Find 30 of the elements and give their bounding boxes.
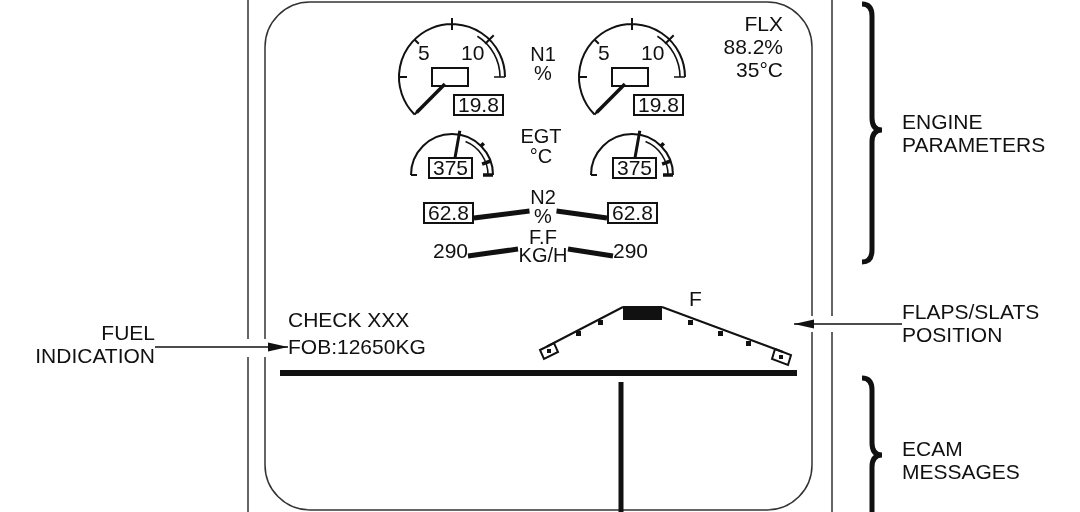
n1-readout: 19.8 bbox=[633, 94, 684, 116]
n1-label: N1 % bbox=[529, 45, 557, 83]
connector-line bbox=[556, 208, 608, 221]
connector-line bbox=[473, 208, 530, 221]
callout-label: FUEL INDICATION bbox=[34, 321, 155, 367]
memo-text: CHECK XXX bbox=[288, 309, 410, 330]
connector-line bbox=[567, 246, 614, 259]
n2-label: N2 % bbox=[529, 188, 557, 226]
fuel-quantity-text: FOB:12650KG bbox=[288, 336, 426, 357]
n2-readout: 62.8 bbox=[607, 202, 658, 224]
n2-readout: 62.8 bbox=[423, 202, 474, 224]
egt-readout: 375 bbox=[612, 157, 658, 179]
leader-arrow bbox=[154, 342, 289, 352]
egt-label: EGT °C bbox=[519, 126, 563, 166]
fuel-flow-value: 290 bbox=[613, 240, 649, 261]
connector-line bbox=[467, 246, 519, 259]
callout-label: FLAPS/SLATS POSITION bbox=[902, 300, 1041, 346]
scale-number: 10 bbox=[641, 42, 665, 63]
scale-number: 10 bbox=[461, 42, 485, 63]
scale-number: 5 bbox=[418, 42, 430, 63]
thrust-limit-text: FLX 88.2% 35°C bbox=[722, 12, 783, 81]
n1-readout: 19.8 bbox=[453, 94, 504, 116]
leader-arrow bbox=[793, 319, 903, 329]
egt-readout: 375 bbox=[428, 157, 474, 179]
fuel-flow-value: 290 bbox=[433, 240, 469, 261]
section-label: ECAM MESSAGES bbox=[902, 437, 1021, 483]
flap-setting-label: F bbox=[689, 288, 702, 309]
fuel-flow-label: F.F KG/H bbox=[518, 228, 568, 264]
section-label: ENGINE PARAMETERS bbox=[902, 110, 1047, 156]
scale-number: 5 bbox=[598, 42, 610, 63]
